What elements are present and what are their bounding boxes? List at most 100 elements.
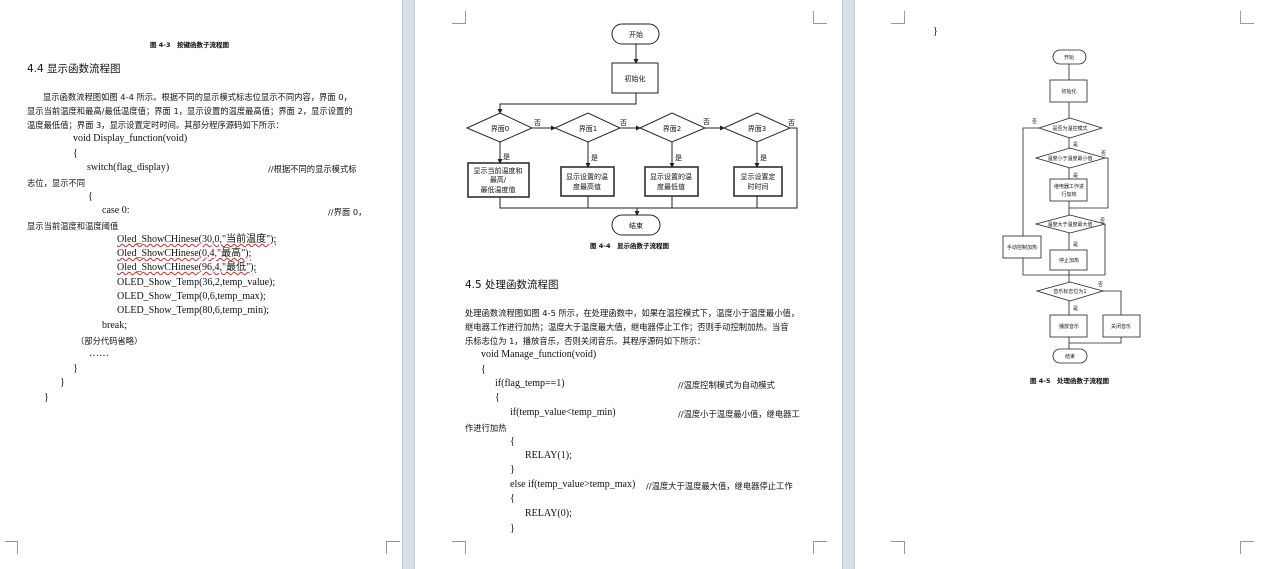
flow-label: 显示设置的温 <box>650 172 692 181</box>
code-line: OLED_Show_Temp(80,6,temp_min); <box>117 305 270 316</box>
no-label: 否 <box>1101 151 1106 157</box>
flow-label: 播放音乐 <box>1059 323 1079 330</box>
flow-label: 开始 <box>1064 54 1074 61</box>
flow-label: 时时间 <box>748 182 769 191</box>
code-text: Oled_ShowCHinese(96,4,"最低"); <box>117 262 257 273</box>
init-box <box>611 62 659 94</box>
crop-mark <box>452 541 466 554</box>
relay-heat-box <box>1049 178 1088 202</box>
stop-heat-box <box>1049 249 1088 271</box>
code-line: } <box>60 377 65 388</box>
init-box <box>1049 79 1088 103</box>
code-line: if(temp_value<temp_min) <box>510 407 616 418</box>
yes-label: 是 <box>1073 242 1078 248</box>
flow-label: 界面1 <box>579 125 597 133</box>
yes-label: 是 <box>1073 142 1078 148</box>
code-line: if(flag_temp==1) <box>495 378 565 389</box>
flow-label: 温度大于温度最大值 <box>1047 221 1092 228</box>
code-line: （部分代码省略） <box>76 336 143 346</box>
flow-label: 界面0 <box>491 125 509 133</box>
start-terminal <box>1052 49 1087 65</box>
code-line: else if(temp_value>temp_max) <box>510 479 636 490</box>
box-max-temp <box>560 166 615 197</box>
section-heading: 4.4 显示函数流程图 <box>27 63 121 75</box>
code-comment: //根据不同的显示模式标 <box>268 164 357 174</box>
flow-label: 最低温度值 <box>481 185 516 194</box>
no-label: 否 <box>703 118 710 126</box>
no-label: 否 <box>620 119 627 127</box>
flow-label: 是否为温控模式 <box>1052 125 1087 132</box>
paragraph-line: 继电器工作进行加热；温度大于温度最大值，继电器停止工作；否则手动控制加热。当音 <box>465 322 789 332</box>
yes-label: 是 <box>675 154 682 162</box>
flow-label: 显示设置的温 <box>566 172 608 181</box>
code-line: { <box>495 392 500 403</box>
code-line: void Display_function(void) <box>73 133 188 144</box>
paragraph-line: 显示当前温度和最高/最低温度值；界面 1，显示设置的温度最高值；界面 2，显示设… <box>27 106 353 116</box>
paragraph-line: 乐标志位为 1，播放音乐，否则关闭音乐。其程序源码如下所示： <box>465 336 706 346</box>
yes-label: 是 <box>503 153 510 161</box>
box-min-temp <box>644 166 699 197</box>
flow-label: 开始 <box>629 30 643 39</box>
figure-caption: 图 4-4 显示函数子流程图 <box>590 242 670 250</box>
section-heading: 4.5 处理函数流程图 <box>465 279 559 291</box>
crop-mark <box>452 11 466 24</box>
code-line: OLED_Show_Temp(36,2,temp_value); <box>117 277 276 288</box>
manage-function-flowchart <box>1002 49 1141 364</box>
document-page-1: 图 4-3 按键函数子流程图 4.4 显示函数流程图 显示函数流程图如图 4-4… <box>0 0 402 569</box>
code-line: } <box>510 464 515 475</box>
flow-label: 界面2 <box>663 125 681 133</box>
code-line: void Manage_function(void) <box>481 349 597 360</box>
no-label: 否 <box>1098 282 1103 288</box>
manual-heat-box <box>1002 235 1042 259</box>
document-page-2 <box>415 0 842 569</box>
code-line: case 0: <box>102 205 130 216</box>
code-line: } <box>73 363 78 374</box>
code-line: Oled_ShowCHinese(96,4,"最低"); <box>117 263 256 273</box>
flow-label: 手动控制加热 <box>1007 244 1037 251</box>
flow-label: 初始化 <box>625 74 646 83</box>
flow-label: 结束 <box>629 221 643 230</box>
page-gap <box>842 0 855 569</box>
code-comment: //温度大于温度最大值，继电器停止工作 <box>646 481 793 491</box>
code-line: { <box>88 191 93 202</box>
flow-label: 结束 <box>1065 353 1075 360</box>
paragraph-line: 温度最低值；界面 3，显示设置定时时间。其部分程序源码如下所示： <box>27 120 284 130</box>
code-line: OLED_Show_Temp(0,6,temp_max); <box>117 291 266 302</box>
end-terminal <box>611 214 661 236</box>
flow-label: 显示设置定 <box>741 172 776 181</box>
code-line: Oled_ShowCHinese(0,4,"最高"); <box>117 249 251 259</box>
end-terminal <box>1052 348 1088 364</box>
play-music-box <box>1049 314 1088 338</box>
no-label: 否 <box>788 119 795 127</box>
crop-mark <box>5 541 18 554</box>
code-comment: //界面 0， <box>328 207 367 217</box>
code-line: RELAY(1); <box>525 450 572 461</box>
flow-label: 初始化 <box>1061 88 1076 95</box>
paragraph-line: 处理函数流程图如图 4-5 所示，在处理函数中，如果在温控模式下，温度小于温度最… <box>465 308 800 318</box>
crop-mark <box>813 11 827 24</box>
code-line: switch(flag_display) <box>87 162 170 173</box>
flow-label: 温度小于温度最小值 <box>1047 155 1092 162</box>
code-text: Oled_ShowCHinese(0,4,"最高"); <box>117 248 252 259</box>
no-label: 否 <box>1032 119 1037 125</box>
flow-label: 行加热 <box>1061 191 1076 198</box>
code-comment: 作进行加热 <box>465 423 507 433</box>
flow-label: 音乐标志位为1 <box>1053 288 1086 295</box>
flow-label: 最高/ <box>490 175 507 184</box>
flow-label: 关闭音乐 <box>1111 323 1131 330</box>
flow-label: 度最高值 <box>573 182 601 191</box>
code-line: } <box>510 523 515 534</box>
code-comment: 志位，显示不同 <box>27 178 86 188</box>
code-line: …… <box>89 348 109 359</box>
code-line: RELAY(0); <box>525 508 572 519</box>
code-line: { <box>510 493 515 504</box>
code-line: Oled_ShowCHinese(30,0,"当前温度"); <box>117 235 276 245</box>
flow-label: 界面3 <box>748 125 766 133</box>
yes-label: 是 <box>760 154 767 162</box>
figure-caption: 图 4-3 按键函数子流程图 <box>150 41 230 49</box>
code-comment: //温度控制模式为自动模式 <box>678 380 775 390</box>
crop-mark <box>386 541 400 554</box>
yes-label: 是 <box>1073 173 1078 179</box>
page-gap <box>402 0 415 569</box>
